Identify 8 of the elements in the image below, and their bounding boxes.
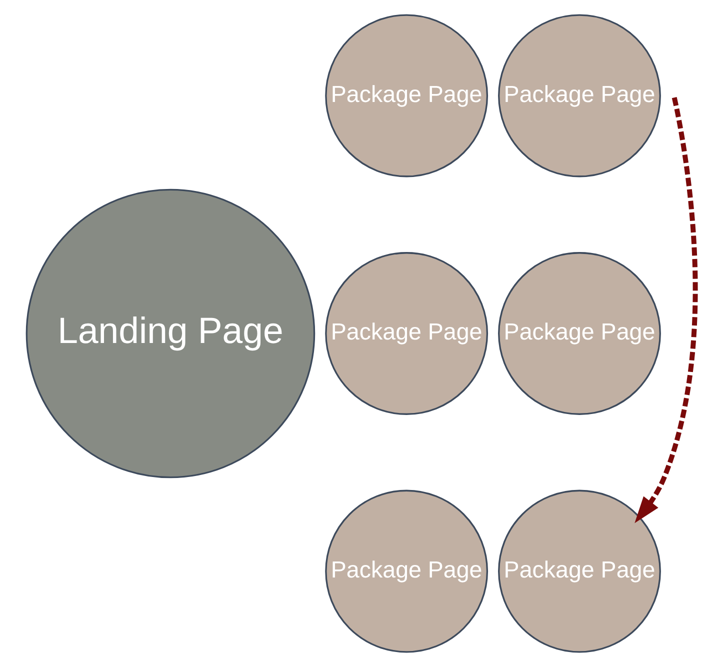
node-circle: Package Page bbox=[324, 490, 488, 653]
node-circle: Package Page bbox=[498, 252, 660, 415]
node-circle: Package Page bbox=[324, 14, 488, 178]
node-circle: Package Page bbox=[498, 14, 660, 178]
node-circle: Landing Page bbox=[25, 188, 315, 478]
node-circle: Package Page bbox=[324, 252, 488, 415]
node-circle: Package Page bbox=[498, 490, 660, 653]
arrow bbox=[634, 97, 698, 524]
